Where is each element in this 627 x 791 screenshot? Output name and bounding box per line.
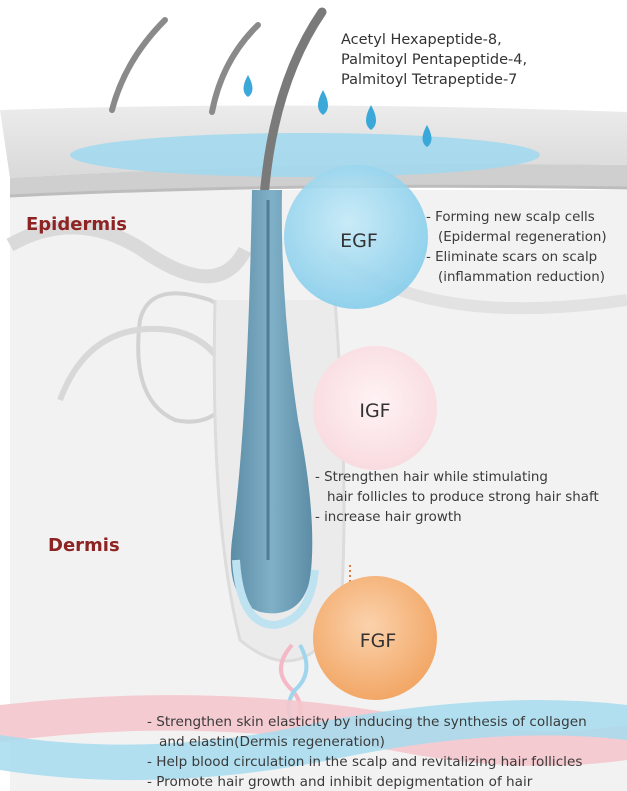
fgf-note-line: - Strengthen skin elasticity by inducing… xyxy=(147,712,587,732)
egf-note-line: - Eliminate scars on scalp xyxy=(426,248,607,268)
egf-note-line: (Epidermal regeneration) xyxy=(426,228,607,248)
egf-note-line: - Forming new scalp cells xyxy=(426,208,607,228)
peptide-item: Acetyl Hexapeptide-8, xyxy=(341,30,527,50)
igf-note-line: hair follicles to produce strong hair sh… xyxy=(315,488,599,508)
fgf-notes: - Strengthen skin elasticity by inducing… xyxy=(147,712,587,791)
fgf-note-line: and elastin(Dermis regeneration) xyxy=(147,732,587,752)
fgf-note-line: - Help blood circulation in the scalp an… xyxy=(147,752,587,772)
dermis-label: Dermis xyxy=(48,535,120,556)
egf-notes: - Forming new scalp cells (Epidermal reg… xyxy=(426,208,607,288)
hair-strand-left xyxy=(112,20,165,110)
droplet-2 xyxy=(318,90,328,115)
igf-label: IGF xyxy=(355,400,395,422)
egf-note-line: (inflammation reduction) xyxy=(426,268,607,288)
fgf-label: FGF xyxy=(353,630,403,652)
fgf-note-line: - Promote hair growth and inhibit depigm… xyxy=(147,772,587,791)
droplet-1 xyxy=(244,75,253,97)
igf-note-line: - increase hair growth xyxy=(315,508,599,528)
peptide-item: Palmitoyl Tetrapeptide-7 xyxy=(341,70,527,90)
serum-pool xyxy=(70,133,540,177)
igf-notes: - Strengthen hair while stimulating hair… xyxy=(315,468,599,528)
epidermis-label: Epidermis xyxy=(26,214,127,235)
hair-strand-middle xyxy=(212,25,258,112)
peptide-item: Palmitoyl Pentapeptide-4, xyxy=(341,50,527,70)
egf-label: EGF xyxy=(334,230,384,252)
igf-note-line: - Strengthen hair while stimulating xyxy=(315,468,599,488)
peptide-list: Acetyl Hexapeptide-8, Palmitoyl Pentapep… xyxy=(341,30,527,90)
